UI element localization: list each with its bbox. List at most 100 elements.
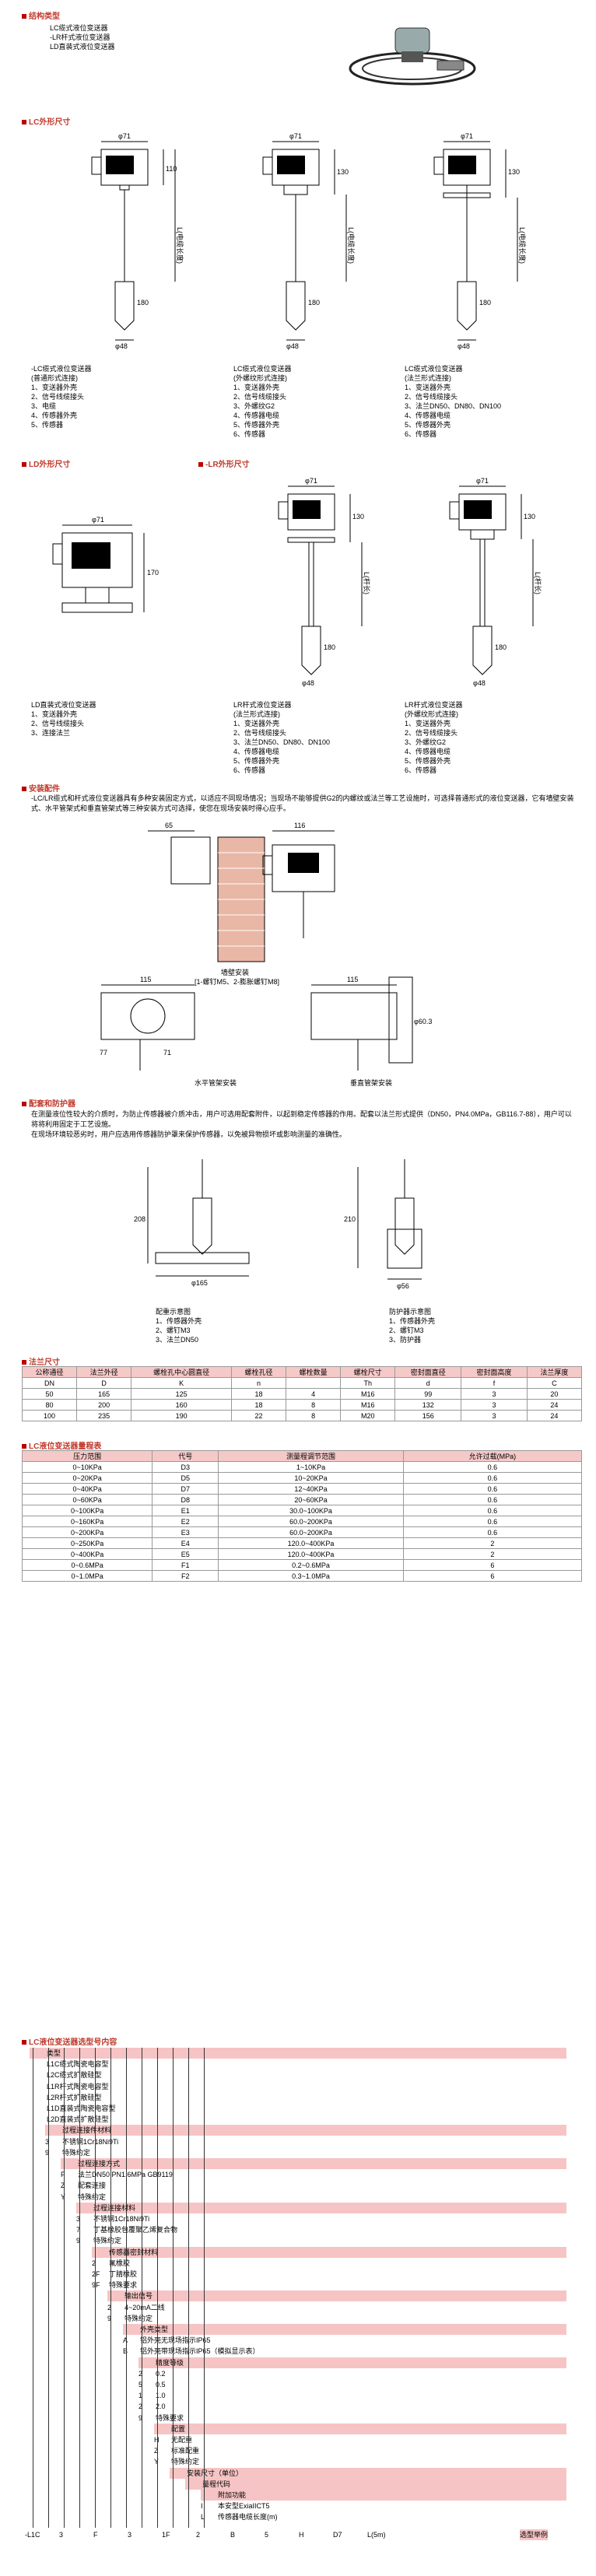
order-group-header: 过程连接方式 [61, 2158, 566, 2169]
svg-text:130: 130 [352, 513, 364, 520]
lr-caption-2: LR杆式液位变送器 (外螺纹形式连接) 1、变送器外壳 2、信号线缆接头 3、外… [405, 701, 463, 774]
order-option-code: 2 [92, 2259, 96, 2267]
order-option-code: I [201, 2502, 203, 2511]
svg-text:φ165: φ165 [191, 1279, 208, 1287]
order-option: L2R杆式扩散硅型 [30, 2092, 566, 2103]
order-option-label: 附加功能 [218, 2491, 247, 2499]
svg-text:110: 110 [166, 165, 177, 173]
order-option-label: 类型 [47, 2049, 61, 2057]
ld-caption: LD直装式液位变送器 1、变送器外壳 2、信号线缆接头 3、连接法兰 [31, 701, 96, 737]
order-example-code: 5 [265, 2530, 269, 2539]
wall-install-title: 墙壁安装 [221, 969, 250, 976]
order-option-label: 传感器密封材料 [109, 2248, 159, 2256]
order-guide-line [64, 2048, 65, 2528]
structure-item-3: LD直装式液位变送器 [50, 43, 115, 51]
order-option-label: 0.5 [156, 2381, 166, 2388]
order-group-header: 输出信号 [107, 2290, 566, 2302]
svg-text:φ48: φ48 [473, 679, 486, 687]
lc1-dim-phi71: φ71 [118, 132, 131, 140]
order-option-code: A [123, 2336, 128, 2345]
order-group-header: 外壳类型 [123, 2324, 566, 2335]
order-option-code: 9 [138, 2413, 143, 2422]
svg-text:180: 180 [479, 299, 491, 307]
order-option-label: 过程连接方式 [78, 2160, 121, 2168]
product-photo [349, 27, 476, 86]
svg-text:φ48: φ48 [286, 342, 299, 350]
order-option-label: 精度等级 [156, 2358, 184, 2367]
svg-text:180: 180 [495, 643, 507, 651]
order-option-label: 特殊要求 [156, 2413, 184, 2422]
order-example-code: -L1C [25, 2530, 40, 2539]
order-option-label: 本安型ExiaIICT5 [218, 2502, 270, 2511]
order-option-code: 7 [76, 2226, 81, 2234]
lc-caption-2: LC缆式液位变送器 (外螺纹形式连接) 1、变送器外壳 2、信号线缆接头 3、外… [233, 365, 292, 438]
order-example-code: B [230, 2530, 236, 2539]
svg-text:180: 180 [324, 643, 335, 651]
svg-text:L(杆长): L(杆长) [534, 572, 542, 594]
svg-text:L(电缆长度): L(电缆长度) [347, 227, 356, 264]
section-install-title: 安装配件 [22, 782, 60, 794]
svg-text:φ71: φ71 [461, 132, 473, 140]
order-option-label: 铝外壳无现场指示IP65 [140, 2336, 211, 2345]
svg-text:φ48: φ48 [115, 342, 128, 350]
lr-caption-1: LR杆式液位变送器 (法兰形式连接) 1、变送器外壳 2、信号线缆接头 3、法兰… [233, 701, 331, 774]
order-option-label: 特殊要求 [109, 2281, 138, 2290]
order-option-label: 特殊约定 [93, 2237, 122, 2245]
order-option: L1D直装式陶瓷电容型 [30, 2103, 566, 2114]
order-option-code: 9 [107, 2314, 112, 2322]
section-range-title: LC液位变送器量程表 [22, 1439, 101, 1451]
svg-text:130: 130 [524, 513, 535, 520]
order-option: A 铝外壳无现场指示IP65 [123, 2335, 566, 2346]
order-option-label: 配置 [171, 2424, 186, 2433]
order-group-header: 附加功能 [201, 2490, 566, 2501]
guard-caption: 防护器示意图 1、传感器外壳 2、螺钉M3 3、防护器 [389, 1308, 436, 1344]
order-option: 9 特殊要求 [138, 2413, 566, 2424]
weight-caption: 配重示意图 1、传感器外壳 2、螺钉M3 3、法兰DN50 [156, 1308, 202, 1344]
lc1-gland [91, 156, 102, 175]
order-guide-line [126, 2048, 127, 2528]
order-option-code: B [123, 2347, 128, 2356]
order-option-label: 不锈钢1Cr18Ni9Ti [62, 2137, 119, 2146]
order-example-code: 3 [128, 2530, 132, 2539]
order-guide-line [157, 2048, 158, 2528]
order-group-header: 类型 [30, 2048, 566, 2059]
order-option-label: L1D直装式陶瓷电容型 [47, 2105, 116, 2112]
ld-lr-drawings: φ71 170 φ71 130 L(杆长) 180 φ48 φ71 130 L(… [52, 477, 542, 687]
svg-text:115: 115 [347, 976, 358, 983]
section-order-title: LC液位变送器选型号内容 [22, 2035, 117, 2047]
order-example-code: 2 [196, 2530, 201, 2539]
svg-text:φ48: φ48 [458, 342, 470, 350]
lc-caption-3: LC缆式液位变送器 (法兰形式连接) 1、变送器外壳 2、信号线缆接头 3、法兰… [405, 365, 502, 438]
section-structure-title: 结构类型 [22, 9, 60, 21]
order-option-label: 过程连接材料 [93, 2203, 136, 2212]
structure-list: LC缆式液位变送器 -LR杆式液位变送器 LD直装式液位变送器 [50, 23, 115, 51]
structure-item-2: -LR杆式液位变送器 [50, 33, 110, 41]
svg-text:L(电缆长度): L(电缆长度) [176, 227, 184, 264]
lc-caption-1: -LC缆式液位变送器 (普通形式连接) 1、变送器外壳 2、信号线缆接头 3、电… [31, 365, 92, 429]
order-option-label: L2C缆式扩散硅型 [47, 2071, 102, 2080]
order-example-code: 1F [162, 2530, 170, 2539]
protection-paragraph-2: 在现场环境较恶劣时，用户应选用传感器防护罩来保护传感器，以免被异物损坏或影响测量… [31, 1130, 347, 1138]
order-option-code: Z [61, 2182, 65, 2190]
order-option-label: 外壳类型 [140, 2325, 169, 2333]
svg-text:170: 170 [147, 569, 159, 577]
order-option: I 本安型ExiaIICT5 [201, 2501, 566, 2511]
order-guide-line [79, 2048, 80, 2528]
